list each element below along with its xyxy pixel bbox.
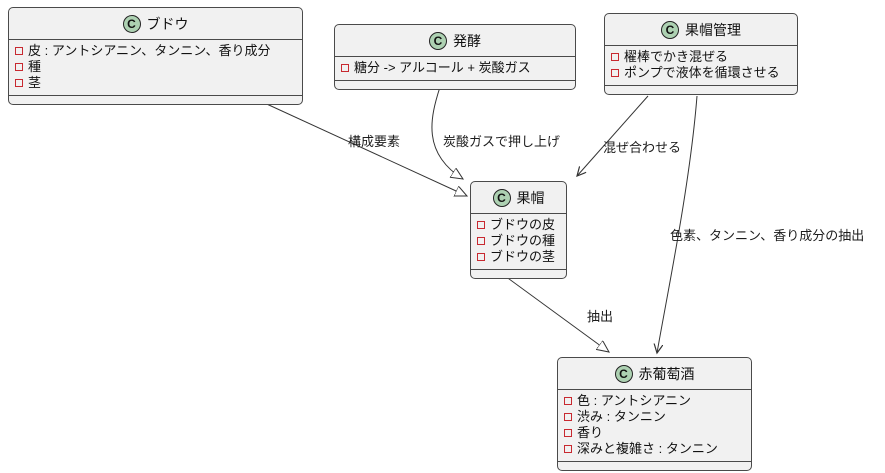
class-header: C ブドウ [9, 8, 302, 40]
attribute-text: 色 : アントシアニン [577, 393, 692, 408]
methods-compartment-empty [605, 86, 797, 94]
class-header: C 果帽 [471, 182, 566, 214]
class-box-cap-management: C 果帽管理 櫂棒でかき混ぜる ポンプで液体を循環させる [604, 13, 798, 95]
field-icon [15, 79, 23, 87]
attribute-text: ブドウの皮 [490, 217, 556, 232]
class-icon: C [614, 365, 633, 383]
field-icon [477, 237, 485, 245]
attribute-row: ポンプで液体を循環させる [611, 65, 791, 81]
edge-label-pushed-up-by-gas: 炭酸ガスで押し上げ [443, 134, 561, 149]
attribute-row: 皮 : アントシアニン、タンニン、香り成分 [15, 43, 296, 59]
attribute-row: 種 [15, 59, 296, 75]
class-name: 果帽管理 [685, 22, 741, 38]
methods-compartment-empty [9, 96, 302, 104]
class-name: 発酵 [453, 33, 481, 49]
class-icon: C [661, 21, 679, 39]
attribute-text: ブドウの種 [490, 233, 556, 248]
edge-label-extraction: 抽出 [587, 309, 614, 324]
edge-cap-to-red-wine [504, 275, 609, 352]
attribute-text: 深みと複雑さ : タンニン [577, 441, 718, 456]
attribute-row: ブドウの種 [477, 233, 560, 249]
class-attributes: 色 : アントシアニン 渋み : タンニン 香り 深みと複雑さ : タンニン [558, 390, 751, 462]
attribute-row: 色 : アントシアニン [564, 393, 745, 409]
attribute-text: ポンプで液体を循環させる [624, 65, 780, 80]
edge-label-composition: 構成要素 [348, 134, 401, 149]
attribute-row: ブドウの茎 [477, 249, 560, 265]
attribute-text: ブドウの茎 [490, 249, 556, 264]
class-icon: C [122, 15, 141, 33]
attribute-row: 櫂棒でかき混ぜる [611, 49, 791, 65]
class-header: C 果帽管理 [605, 14, 797, 46]
class-attributes: 皮 : アントシアニン、タンニン、香り成分 種 茎 [9, 40, 302, 96]
edge-cap-management-to-red-wine [657, 95, 698, 353]
class-icon: C [492, 189, 511, 207]
attribute-row: 深みと複雑さ : タンニン [564, 441, 745, 457]
attribute-text: 皮 : アントシアニン、タンニン、香り成分 [28, 43, 271, 58]
field-icon [564, 413, 572, 421]
field-icon [564, 397, 572, 405]
edge-cap-management-to-cap [577, 95, 649, 176]
class-header: C 発酵 [335, 25, 575, 57]
attribute-text: 櫂棒でかき混ぜる [624, 49, 729, 64]
class-name: 果帽 [516, 190, 545, 206]
class-box-grape: C ブドウ 皮 : アントシアニン、タンニン、香り成分 種 茎 [8, 7, 303, 105]
field-icon [564, 429, 572, 437]
class-box-fermentation: C 発酵 糖分 -> アルコール + 炭酸ガス [334, 24, 576, 90]
class-attributes: ブドウの皮 ブドウの種 ブドウの茎 [471, 214, 566, 270]
attribute-row: 香り [564, 425, 745, 441]
attribute-text: 香り [577, 425, 604, 440]
class-box-cap: C 果帽 ブドウの皮 ブドウの種 ブドウの茎 [470, 181, 567, 279]
edge-label-extraction-of-components: 色素、タンニン、香り成分の抽出 [670, 228, 865, 243]
edge-fermentation-to-cap [431, 86, 463, 179]
methods-compartment-empty [335, 81, 575, 89]
class-icon: C [429, 32, 447, 50]
class-header: C 赤葡萄酒 [558, 358, 751, 390]
methods-compartment-empty [471, 270, 566, 278]
class-attributes: 櫂棒でかき混ぜる ポンプで液体を循環させる [605, 46, 797, 86]
field-icon [564, 445, 572, 453]
edge-label-mix-together: 混ぜ合わせる [603, 140, 682, 155]
field-icon [477, 253, 485, 261]
methods-compartment-empty [558, 462, 751, 470]
field-icon [15, 47, 23, 55]
class-name: ブドウ [146, 16, 189, 32]
edge-grape-to-cap [257, 99, 467, 196]
field-icon [611, 69, 619, 77]
field-icon [611, 53, 619, 61]
attribute-row: 茎 [15, 75, 296, 91]
field-icon [15, 63, 23, 71]
field-icon [477, 221, 485, 229]
class-attributes: 糖分 -> アルコール + 炭酸ガス [335, 57, 575, 81]
attribute-text: 種 [28, 59, 42, 74]
attribute-text: 渋み : タンニン [577, 409, 666, 424]
attribute-row: 渋み : タンニン [564, 409, 745, 425]
attribute-row: ブドウの皮 [477, 217, 560, 233]
class-name: 赤葡萄酒 [638, 366, 695, 382]
class-box-red-wine: C 赤葡萄酒 色 : アントシアニン 渋み : タンニン 香り 深みと複雑さ :… [557, 357, 752, 471]
attribute-text: 茎 [28, 75, 42, 90]
attribute-row: 糖分 -> アルコール + 炭酸ガス [341, 60, 569, 76]
attribute-text: 糖分 -> アルコール + 炭酸ガス [354, 60, 531, 75]
field-icon [341, 64, 349, 72]
